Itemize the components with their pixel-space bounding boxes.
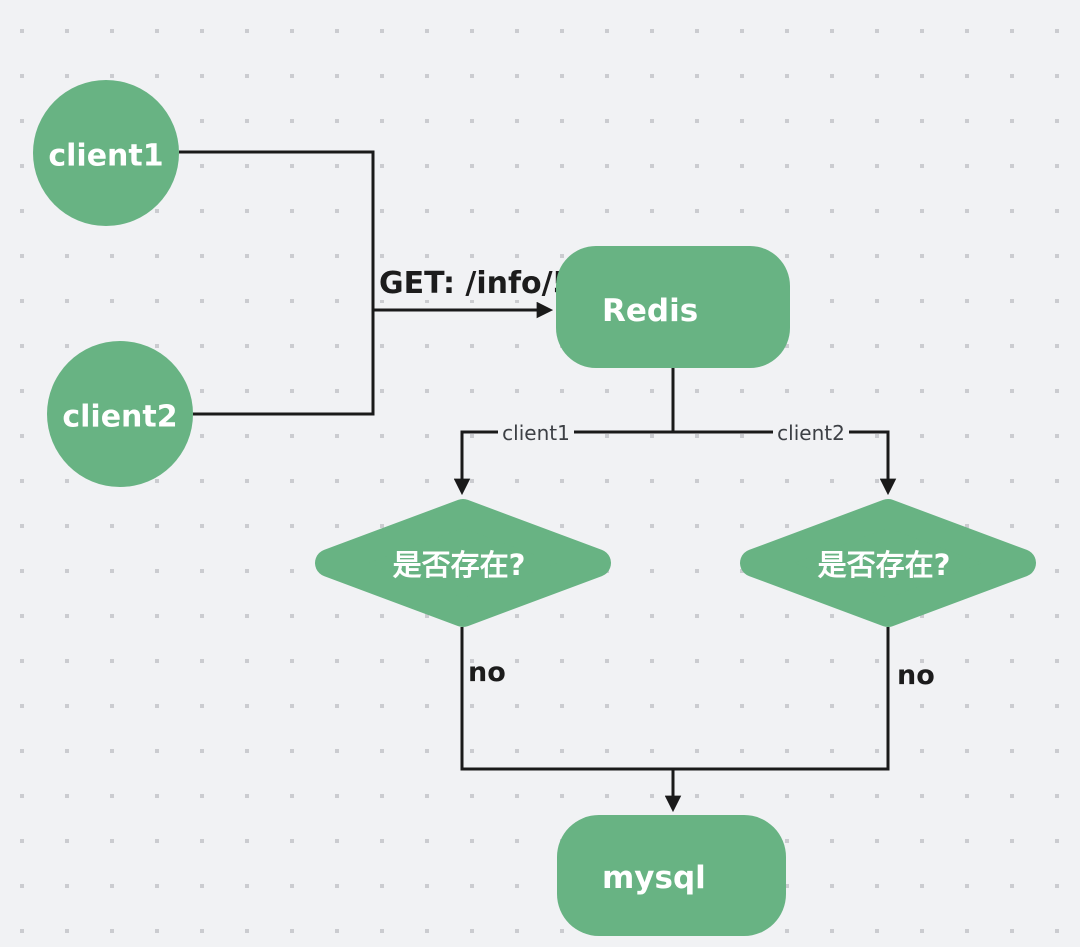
node-redis: Redis	[556, 246, 790, 368]
edge-label-branch-client1: client1	[502, 421, 570, 445]
node-exists-right: 是否存在?	[740, 499, 1036, 627]
node-client2-label: client2	[62, 400, 177, 435]
node-redis-shape	[556, 246, 790, 368]
node-redis-label: Redis	[602, 293, 698, 329]
branch-right-label-mask	[773, 420, 849, 444]
edge-label-get-request: GET: /info/5	[379, 266, 573, 301]
branch-left-label-mask	[498, 420, 574, 444]
node-client2: client2	[47, 341, 193, 487]
node-exists-left: 是否存在?	[315, 499, 611, 627]
edge-label-no-left: no	[468, 657, 506, 688]
nodes: client1 client2 Redis 是否存在? 是否存在? mysql	[33, 80, 1036, 936]
node-exists-left-label: 是否存在?	[393, 548, 526, 582]
node-mysql-label: mysql	[602, 860, 706, 896]
node-exists-left-shape	[315, 499, 611, 627]
edge-label-branch-client2: client2	[777, 421, 845, 445]
node-client1: client1	[33, 80, 179, 226]
node-exists-right-shape	[740, 499, 1036, 627]
node-exists-right-label: 是否存在?	[818, 548, 951, 582]
get-label-mask	[376, 258, 562, 300]
edge-label-no-right: no	[897, 660, 935, 691]
edge-labels: GET: /info/5 client1 client2 no no	[379, 266, 935, 691]
node-client1-shape	[33, 80, 179, 226]
node-mysql: mysql	[557, 815, 786, 936]
node-mysql-shape	[557, 815, 786, 936]
node-client2-shape	[47, 341, 193, 487]
edge-label-masks	[376, 258, 849, 444]
node-client1-label: client1	[48, 139, 163, 174]
